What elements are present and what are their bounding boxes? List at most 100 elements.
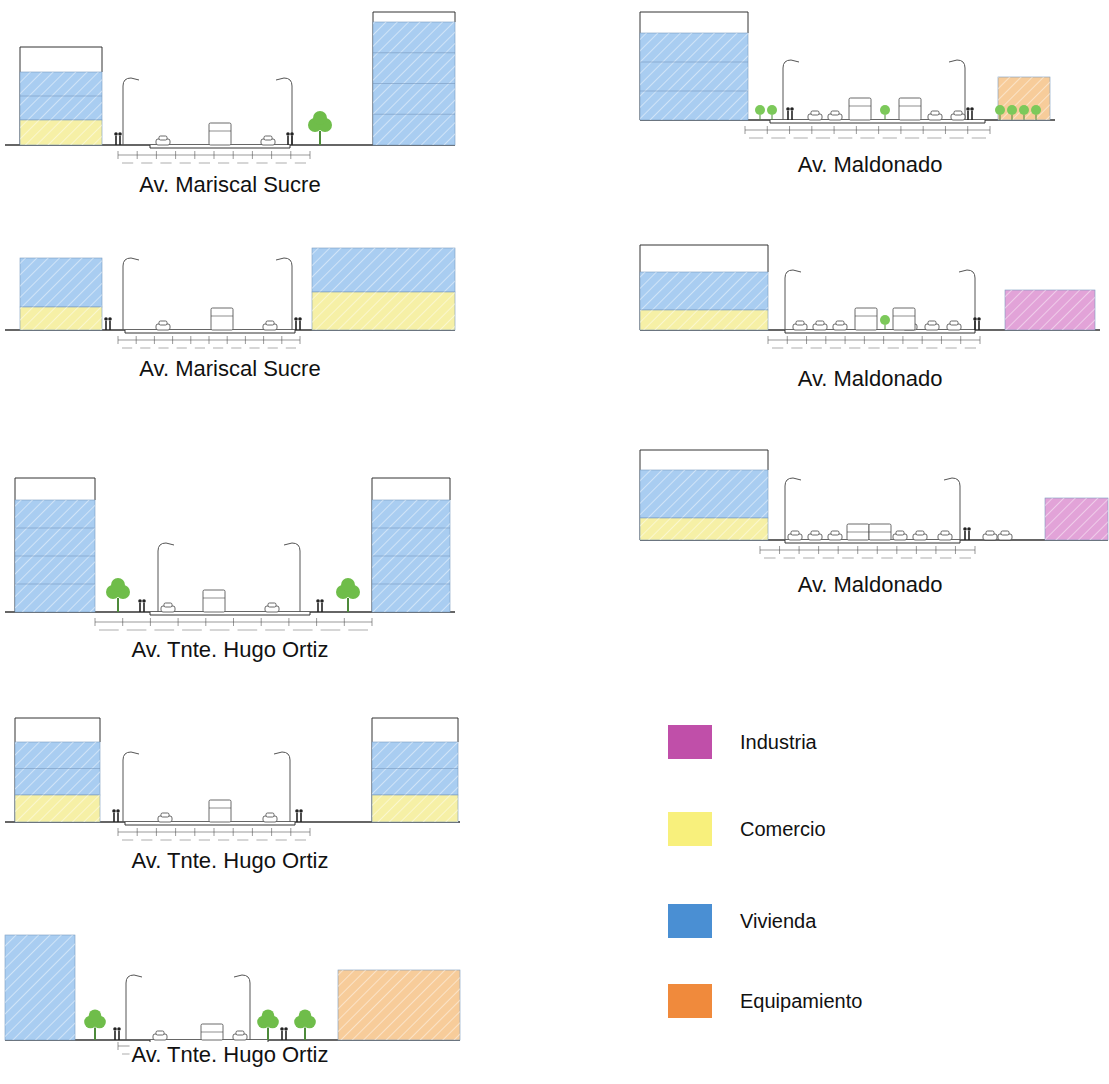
street-lamp	[284, 543, 300, 612]
building-use	[312, 292, 455, 330]
dimension-note	[182, 629, 202, 630]
dimension-tick	[137, 828, 138, 836]
bus	[849, 98, 871, 120]
dimension-tick	[916, 546, 917, 554]
floor-line	[372, 528, 450, 529]
dimension-note	[286, 347, 296, 348]
dimension-tick	[935, 546, 936, 554]
building-outline	[20, 47, 102, 72]
dimension-tick	[372, 618, 373, 626]
dimension-note	[945, 347, 956, 348]
dimension-tick	[344, 618, 345, 626]
person	[104, 317, 108, 321]
person	[108, 317, 112, 321]
tree	[319, 131, 321, 145]
building-hatch	[640, 272, 768, 310]
dimension-note	[348, 629, 368, 630]
bus	[203, 590, 225, 612]
building-use	[640, 33, 748, 120]
dimension-note	[122, 347, 132, 348]
floor-line	[15, 528, 95, 529]
building-hatch	[640, 518, 768, 540]
dimension-tick	[883, 336, 884, 344]
tree	[94, 1027, 96, 1040]
tree	[111, 578, 125, 592]
dimension-note	[830, 347, 841, 348]
bus	[869, 532, 891, 533]
dimension-tick	[233, 618, 234, 626]
dimension-tick	[214, 151, 215, 159]
building-use	[372, 500, 450, 612]
car	[266, 321, 274, 325]
tree	[299, 1009, 312, 1022]
dimension-tick	[263, 336, 264, 344]
building-use	[640, 518, 768, 540]
building-use	[640, 272, 768, 310]
dimension-note	[842, 557, 854, 558]
dimension-note	[238, 629, 258, 630]
dimension-tick	[818, 546, 819, 554]
dimension-tick	[214, 828, 215, 836]
person	[296, 813, 298, 822]
building-use	[640, 310, 768, 330]
bus	[899, 106, 921, 107]
shrub	[1036, 115, 1037, 120]
building-hatch	[20, 72, 102, 120]
car	[236, 1031, 244, 1035]
person	[321, 603, 323, 612]
floor-line	[373, 83, 455, 84]
building-outline	[373, 12, 455, 22]
bus	[893, 316, 915, 317]
dimension-note	[295, 162, 306, 163]
dimension-tick	[980, 336, 981, 344]
building-hatch	[20, 258, 102, 307]
dimension-note	[265, 629, 285, 630]
bus	[899, 98, 921, 120]
person	[143, 603, 145, 612]
person	[280, 1027, 284, 1031]
floor-line	[372, 584, 450, 585]
building-use	[338, 970, 460, 1040]
building-use	[372, 742, 458, 795]
dimension-tick	[838, 546, 839, 554]
person	[964, 531, 966, 540]
dimension-note	[199, 839, 210, 840]
dimension-tick	[768, 336, 769, 344]
street-lamp	[123, 258, 139, 330]
car	[791, 531, 799, 535]
dimension-note	[256, 839, 267, 840]
dimension-note	[295, 839, 306, 840]
roadway	[125, 822, 295, 825]
dimension-tick	[156, 151, 157, 159]
dimension-tick	[300, 336, 301, 344]
dimension-note	[158, 347, 168, 348]
dimension-note	[823, 557, 835, 558]
person	[316, 599, 320, 603]
dimension-tick	[806, 336, 807, 344]
dimension-tick	[137, 151, 138, 159]
dimension-tick	[896, 546, 897, 554]
section-caption: Av. Maldonado	[796, 572, 945, 598]
building-use	[15, 500, 95, 612]
dimension-tick	[789, 126, 790, 134]
building-outline	[372, 478, 450, 500]
dimension-tick	[245, 336, 246, 344]
dimension-note	[160, 162, 171, 163]
bus	[855, 308, 877, 330]
dimension-note	[141, 162, 152, 163]
car	[954, 111, 962, 115]
car	[896, 531, 904, 535]
shrub	[772, 115, 773, 120]
dimension-note	[949, 137, 963, 138]
person	[117, 1027, 121, 1031]
dimension-tick	[922, 336, 923, 344]
bus	[209, 131, 231, 132]
person	[298, 317, 302, 321]
dimension-note	[862, 557, 874, 558]
person	[114, 132, 118, 136]
dimension-line	[745, 130, 990, 131]
legend-text: Equipamiento	[740, 989, 862, 1013]
shrub	[1019, 105, 1029, 115]
street-lamp	[158, 543, 174, 612]
person	[295, 809, 299, 813]
